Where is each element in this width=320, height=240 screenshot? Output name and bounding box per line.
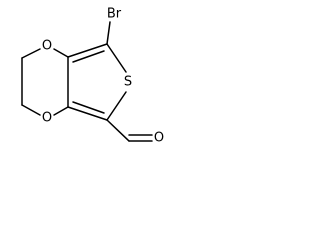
bond-c-to-aldehyde-carbon: [106, 119, 130, 142]
sulfur-atom-label: S: [124, 75, 132, 90]
carbonyl-oxygen-atom-label: O: [154, 131, 164, 146]
bond-c-cho-to-fused-carbon: [67, 106, 108, 121]
chemical-structure-diagram: Br S O O O: [21, 7, 164, 146]
bromine-atom-label: Br: [107, 7, 122, 22]
bond-oxygen-upper-to-fused-carbon: [53, 48, 69, 58]
bond-c-cho-to-fused-carbon-double: [72, 101, 105, 114]
bond-fused-carbon-to-c-br-double: [72, 50, 105, 63]
bond-oxygen-upper-to-ring-carbon: [21, 48, 41, 59]
bond-ring-carbon-to-oxygen-lower: [21, 104, 41, 116]
bond-c-to-bromine: [106, 21, 111, 45]
bond-c-br-to-sulfur: [106, 43, 127, 73]
bond-fused-carbon-to-c-br: [67, 43, 108, 58]
bond-oxygen-lower-to-fused-carbon: [53, 106, 69, 116]
bond-sulfur-to-c-cho: [106, 91, 127, 121]
oxygen-lower-atom-label: O: [42, 111, 52, 126]
oxygen-upper-atom-label: O: [42, 39, 52, 54]
